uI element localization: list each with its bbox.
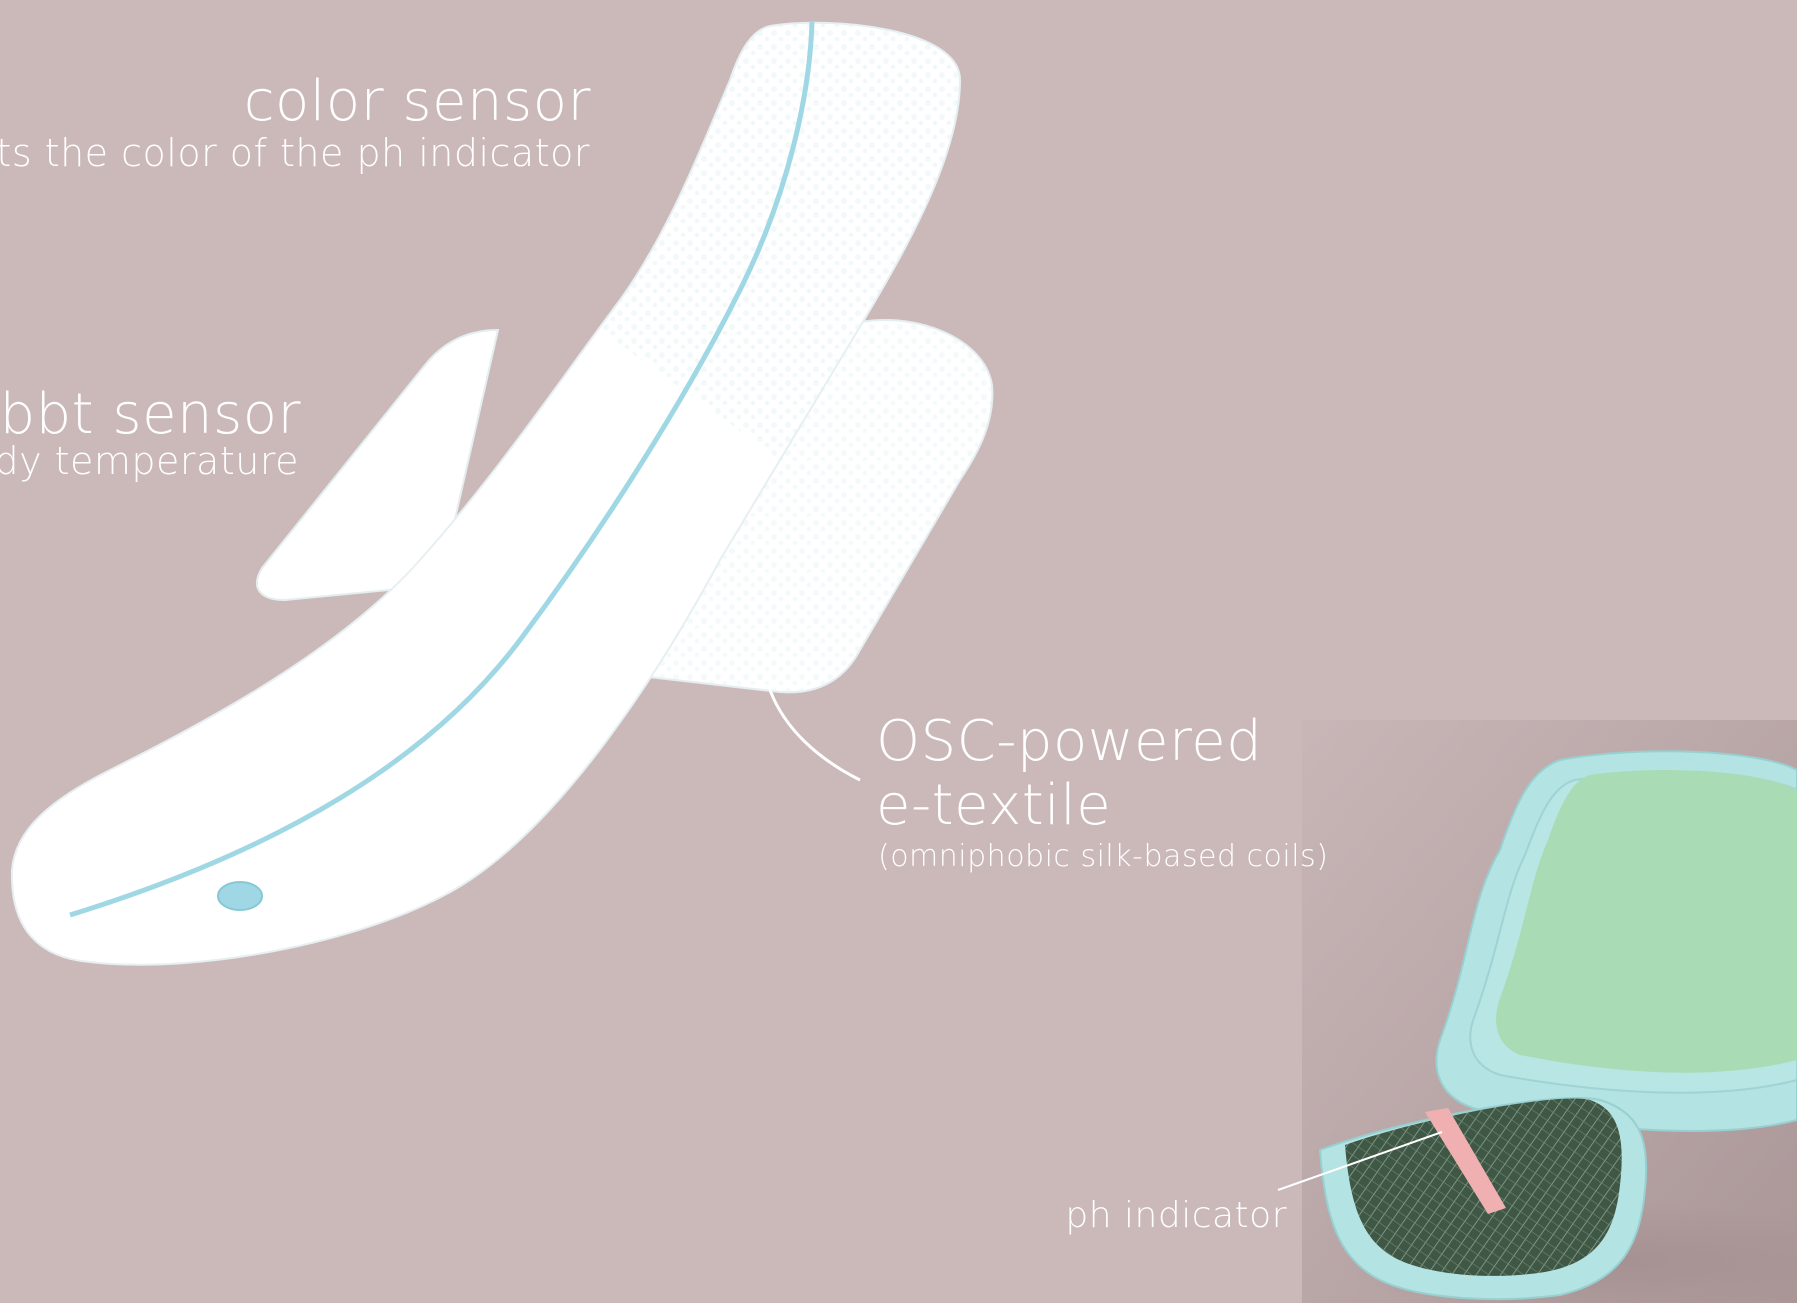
osc-textile-title-line2: e-textile: [876, 776, 1111, 836]
osc-textile-title-line1: OSC-powered: [876, 712, 1262, 772]
osc-pointer-line: [770, 690, 860, 780]
color-sensor-title: color sensor: [244, 72, 591, 132]
bbt-sensor-description: dy temperature: [0, 440, 299, 482]
layered-pad-exploded-view: [1278, 720, 1797, 1303]
bbt-sensor-title: bbt sensor: [0, 385, 301, 445]
color-sensor-description: cts the color of the ph indicator: [0, 132, 590, 174]
osc-textile-description: (omniphobic silk-based coils): [878, 840, 1328, 874]
ph-indicator-label: ph indicator: [1065, 1196, 1287, 1236]
bbt-sensor-dot: [218, 882, 262, 910]
